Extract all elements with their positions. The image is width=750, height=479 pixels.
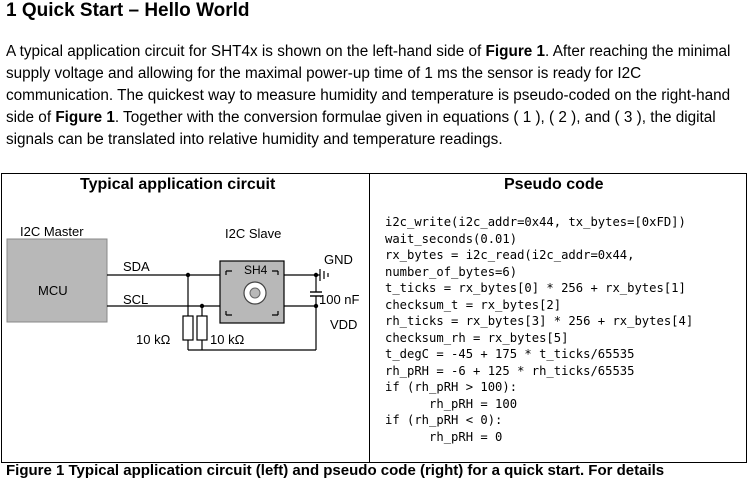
- gnd-label: GND: [324, 252, 353, 267]
- figure-caption: Figure 1 Typical application circuit (le…: [6, 462, 665, 479]
- mcu-block: [6, 238, 108, 323]
- code-line: rh_ticks = rx_bytes[3] * 256 + rx_bytes[…: [385, 314, 694, 328]
- figure-divider: [369, 174, 370, 462]
- intro-text-2: . After reaching the minimal supply volt…: [6, 43, 731, 126]
- scl-label: SCL: [123, 292, 148, 307]
- circuit-panel-title: Typical application circuit: [80, 176, 276, 193]
- code-line: checksum_t = rx_bytes[2]: [385, 297, 562, 312]
- code-line: if (rh_pRH > 100):: [385, 380, 518, 394]
- code-line: wait_seconds(0.01): [385, 231, 518, 246]
- code-line: checksum_rh = rx_bytes[5]: [385, 330, 569, 345]
- code-line: t_ticks = rx_bytes[0] * 256 + rx_bytes[1…: [385, 281, 686, 295]
- ground-symbol-icon: [319, 269, 329, 281]
- sda-label: SDA: [123, 259, 150, 274]
- sensor-element-icon: [249, 287, 261, 299]
- application-circuit-diagram: I2C Master MCU I2C Slave SDA SCL 10 kΩ 1…: [6, 224, 360, 351]
- resistor-1: [182, 315, 194, 341]
- chip-pin-marks: [225, 270, 279, 316]
- code-line: rh_pRH = 100: [385, 396, 518, 411]
- sda-junction: [185, 272, 191, 278]
- figure-reference: Figure 1: [485, 43, 546, 60]
- code-line: rx_bytes = i2c_read(i2c_addr=0x44,: [385, 248, 635, 262]
- pseudo-code-block: i2c_write(i2c_addr=0x44, tx_bytes=[0xFD]…: [385, 214, 693, 445]
- code-line: rh_pRH = -6 + 125 * rh_ticks/65535: [385, 363, 635, 378]
- code-line: t_degC = -45 + 175 * t_ticks/65535: [385, 347, 635, 361]
- code-line: number_of_bytes=6): [385, 264, 518, 279]
- i2c-master-label: I2C Master: [20, 224, 84, 239]
- i2c-slave-label: I2C Slave: [225, 226, 281, 241]
- r2-label: 10 kΩ: [210, 332, 245, 347]
- code-line: if (rh_pRH < 0):: [385, 413, 503, 427]
- intro-paragraph: A typical application circuit for SHT4x …: [6, 41, 748, 151]
- intro-text-1: A typical application circuit for SHT4x …: [6, 43, 486, 60]
- section-heading: 1 Quick Start – Hello World: [6, 0, 250, 21]
- r1-label: 10 kΩ: [136, 332, 171, 347]
- figure-reference: Figure 1: [55, 109, 115, 126]
- figure-1: Typical application circuit Pseudo code …: [1, 173, 747, 463]
- gnd-junction: [313, 272, 319, 278]
- scl-junction: [199, 303, 205, 309]
- intro-text-3: . Together with the conversion formulae …: [6, 109, 716, 148]
- code-line: rh_pRH = 0: [385, 429, 503, 444]
- mcu-label: MCU: [38, 283, 68, 298]
- vdd-label: VDD: [330, 317, 357, 332]
- vdd-junction: [313, 303, 319, 309]
- resistor-2: [196, 315, 208, 341]
- code-line: i2c_write(i2c_addr=0x44, tx_bytes=[0xFD]…: [385, 215, 686, 229]
- chip-label: SH4: [244, 263, 268, 277]
- code-panel-title: Pseudo code: [504, 176, 604, 193]
- capacitor-label: 100 nF: [319, 292, 360, 307]
